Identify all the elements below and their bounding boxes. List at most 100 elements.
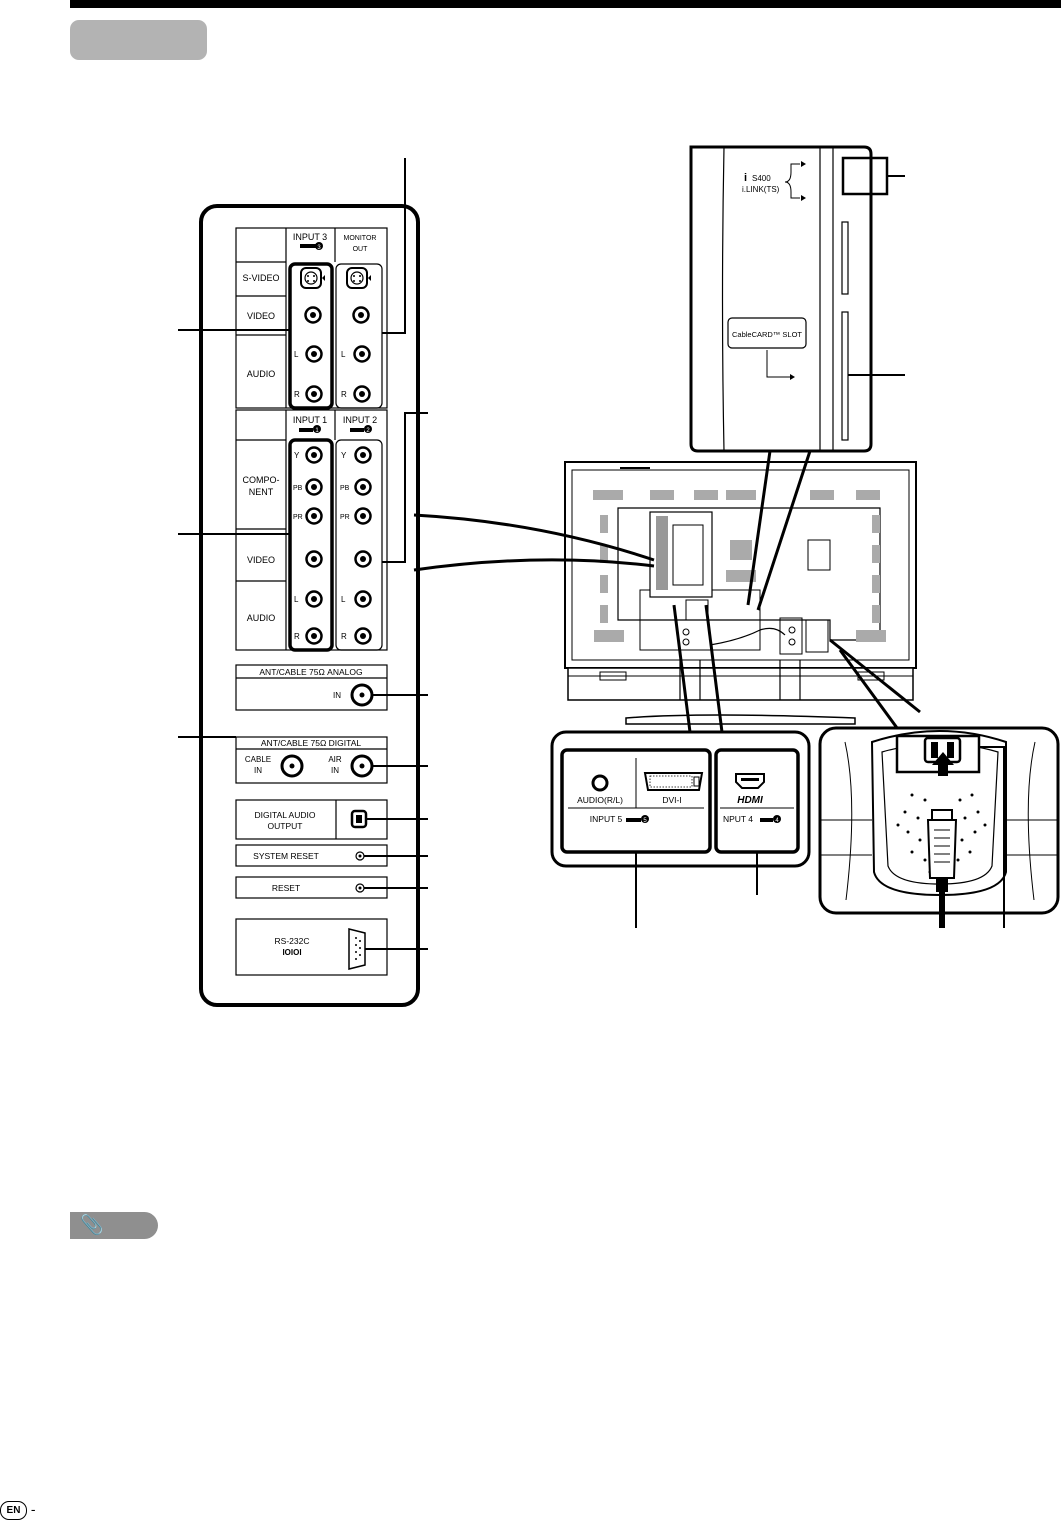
input5-number: 5 <box>643 818 647 824</box>
digital-audio-output-jack[interactable] <box>350 809 368 829</box>
audio-label-1: AUDIO <box>247 369 276 379</box>
paperclip-icon: 📎 <box>80 1215 104 1236</box>
reset-button[interactable] <box>355 883 365 893</box>
rs232c-symbol: IOIOI <box>282 948 301 957</box>
rs232c-label: RS-232C <box>275 936 310 946</box>
svideo-input3-jack[interactable] <box>300 267 325 289</box>
air-in-label-2: IN <box>331 766 339 775</box>
ac-panel-leader-lines <box>979 746 1005 928</box>
audio-l-label-3: L <box>294 595 299 604</box>
ilink-arrow-icon <box>801 161 806 167</box>
video-input1-jack[interactable] <box>305 550 323 568</box>
section-tab <box>70 20 207 60</box>
audio-l-input1-jack[interactable] <box>305 590 323 608</box>
header-rule <box>70 0 1061 8</box>
audio-r-label-1: R <box>294 390 300 399</box>
svideo-monitor-out-jack[interactable] <box>346 267 371 289</box>
ant-digital-label: ANT/CABLE 75Ω DIGITAL <box>261 738 361 748</box>
system-reset-button[interactable] <box>355 851 365 861</box>
pr-input1-jack[interactable] <box>305 507 323 525</box>
pr-input2-jack[interactable] <box>354 507 372 525</box>
top-panel-leader-lines <box>848 175 905 376</box>
digital-audio-label-1: DIGITAL AUDIO <box>255 810 316 820</box>
dvi-label: DVI-I <box>662 795 681 805</box>
y-label-1: Y <box>294 451 300 460</box>
video-label-1: VIDEO <box>247 311 275 321</box>
pb-input1-jack[interactable] <box>305 478 323 496</box>
hdmi-logo-label: HDMI <box>737 795 763 806</box>
ant-analog-in-jack[interactable] <box>350 683 374 707</box>
ilink-label-2: i.LINK(TS) <box>742 185 780 194</box>
ilink-logo-icon: i <box>744 172 747 184</box>
bottom-panel-leader-lines <box>635 852 758 928</box>
cablecard-slot-label: CableCARD™ SLOT <box>732 330 802 339</box>
pr-label-2: PR <box>340 514 350 521</box>
audio-r-input1-jack[interactable] <box>305 627 323 645</box>
audio-r-input3-jack[interactable] <box>305 385 323 403</box>
side-terminal-panel: INPUT 3 3 MONITOR OUT S-VIDEO VIDEO AUDI… <box>199 204 420 1007</box>
y-input2-jack[interactable] <box>354 446 372 464</box>
y-label-2: Y <box>341 451 347 460</box>
audio-r-input2-jack[interactable] <box>354 627 372 645</box>
cable-in-jack[interactable] <box>280 754 304 778</box>
ant-analog-label: ANT/CABLE 75Ω ANALOG <box>259 667 362 677</box>
audio-l-label-1: L <box>294 350 299 359</box>
page-language-indicator: EN - <box>0 1499 36 1520</box>
video-input2-jack[interactable] <box>354 550 372 568</box>
audio-l-monitor-out-jack[interactable] <box>353 345 371 363</box>
audio-r-label-3: R <box>294 632 300 641</box>
top-terminal-panel: i S400 i.LINK(TS) CableCARD™ SLOT <box>689 145 889 453</box>
component-label-1: COMPO- <box>243 475 280 485</box>
audio-r-label-4: R <box>341 632 347 641</box>
audio-l-label-2: L <box>341 350 346 359</box>
ilink-label-1: S400 <box>752 174 771 183</box>
air-in-label-1: AIR <box>328 755 342 764</box>
side-panel-leader-lines <box>178 158 428 950</box>
monitor-out-label-2: OUT <box>353 246 369 253</box>
audio-l-label-4: L <box>341 595 346 604</box>
zoom-lines <box>413 450 921 733</box>
video-monitor-out-jack[interactable] <box>352 306 370 324</box>
pb-label-1: PB <box>293 485 303 492</box>
pb-input2-jack[interactable] <box>354 478 372 496</box>
rs232c-port[interactable] <box>348 928 366 970</box>
dvi-port[interactable] <box>643 772 704 791</box>
input3-label: INPUT 3 <box>293 232 327 242</box>
input3-number: 3 <box>317 245 321 251</box>
reset-label: RESET <box>272 883 300 893</box>
input1-number: 1 <box>315 428 319 434</box>
system-reset-label: SYSTEM RESET <box>253 851 319 861</box>
audio-r-label-2: R <box>341 390 347 399</box>
tv-rear-view <box>564 461 917 725</box>
monitor-out-label-1: MONITOR <box>344 235 377 242</box>
ac-cord-plug <box>926 809 958 928</box>
ac-input-panel: ~ <box>818 726 1060 928</box>
air-in-jack[interactable] <box>350 754 374 778</box>
input2-number: 2 <box>366 428 370 434</box>
insert-arrow-icon <box>932 752 954 776</box>
video-input3-jack[interactable] <box>304 306 322 324</box>
audio-rl-label: AUDIO(R/L) <box>577 795 623 805</box>
input5-label: INPUT 5 <box>590 814 623 824</box>
pr-label-1: PR <box>293 514 303 521</box>
hdmi-port[interactable] <box>735 773 765 789</box>
pb-label-2: PB <box>340 485 350 492</box>
input2-label: INPUT 2 <box>343 415 377 425</box>
input1-label: INPUT 1 <box>293 415 327 425</box>
audio-rl-jack[interactable] <box>591 774 609 792</box>
audio-l-input3-jack[interactable] <box>305 345 323 363</box>
cable-in-label-1: CABLE <box>245 755 271 764</box>
audio-r-monitor-out-jack[interactable] <box>353 385 371 403</box>
ant-analog-in-label: IN <box>333 691 341 700</box>
svideo-label: S-VIDEO <box>242 273 279 283</box>
en-language-icon: EN <box>0 1500 27 1520</box>
audio-l-input2-jack[interactable] <box>354 590 372 608</box>
page-dash: - <box>30 1501 36 1517</box>
cable-in-label-2: IN <box>254 766 262 775</box>
input4-label: NPUT 4 <box>723 814 753 824</box>
cablecard-arrow-icon <box>790 374 795 380</box>
y-input1-jack[interactable] <box>305 446 323 464</box>
digital-audio-label-2: OUTPUT <box>268 821 303 831</box>
